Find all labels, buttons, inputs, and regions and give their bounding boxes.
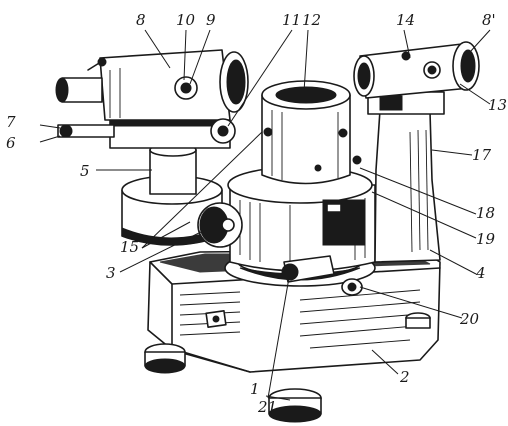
label-20: 20 (459, 310, 480, 328)
label-14: 14 (396, 11, 415, 29)
label-17: 17 (472, 146, 492, 164)
label-9: 9 (206, 11, 216, 29)
label-11: 11 (282, 11, 301, 29)
base-platform (147, 249, 441, 373)
side-knob (197, 202, 243, 248)
label-15: 15 (120, 238, 139, 256)
label-10: 10 (176, 11, 196, 29)
label-6: 6 (6, 134, 16, 152)
label-5: 5 (80, 162, 90, 180)
leveling-feet (144, 312, 431, 423)
label-8: 8 (136, 11, 146, 29)
label-2: 2 (399, 368, 410, 386)
label-18: 18 (476, 204, 495, 222)
label-3: 3 (106, 264, 116, 282)
right-telescope-assembly (353, 41, 480, 263)
part-labels: 8 10 9 11 12 14 8' 13 17 18 19 4 20 2 1 … (6, 11, 507, 416)
label-4: 4 (475, 264, 486, 282)
label-19: 19 (476, 230, 496, 248)
label-1: 1 (250, 380, 260, 398)
label-8-prime: 8' (482, 11, 496, 29)
label-13: 13 (488, 96, 507, 114)
central-body (227, 80, 376, 272)
label-21: 21 (257, 398, 277, 416)
label-12: 12 (302, 11, 321, 29)
label-7: 7 (6, 113, 16, 131)
leader-lines (39, 29, 491, 401)
